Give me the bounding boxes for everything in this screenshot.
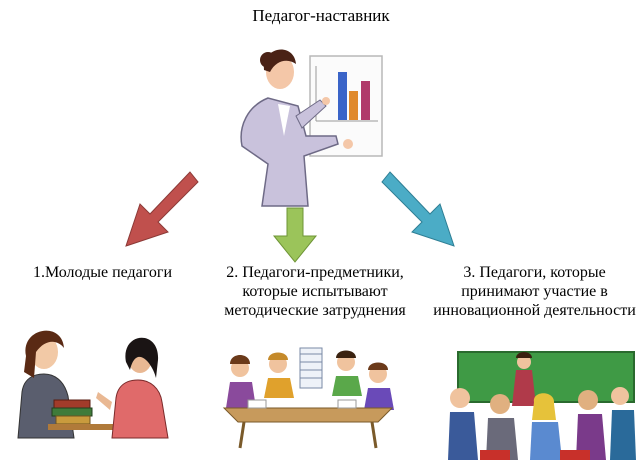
teachers-at-table-illustration bbox=[222, 347, 394, 449]
two-teachers-illustration bbox=[17, 330, 169, 439]
presentation-audience-illustration bbox=[448, 351, 636, 460]
diagram-title: Педагог-наставник bbox=[252, 6, 390, 25]
group-label-innovation-teachers: 3. Педагоги, которые принимают участие в… bbox=[433, 264, 636, 319]
arrow-left bbox=[125, 171, 199, 247]
group-label-subject-teachers: 2. Педагоги-предметники, которые испытыв… bbox=[224, 264, 406, 319]
group-label-young-teachers: 1.Молодые педагоги bbox=[32, 264, 173, 281]
arrow-middle bbox=[272, 207, 318, 263]
arrow-right bbox=[381, 171, 455, 247]
mentor-illustration bbox=[240, 49, 383, 207]
